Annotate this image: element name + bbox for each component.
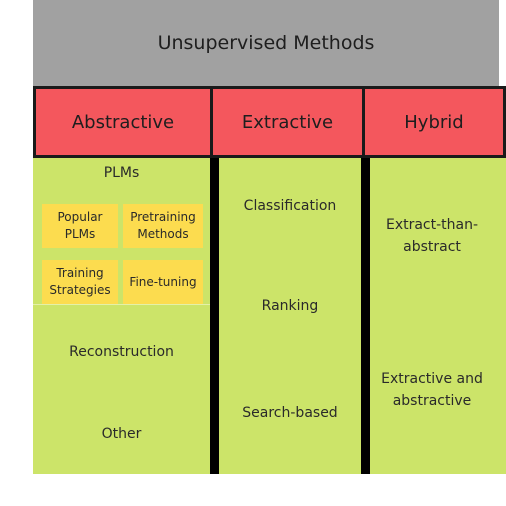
column-extractive <box>219 158 361 474</box>
chip-pretraining-methods: Pretraining Methods <box>123 204 203 248</box>
item-extractive-and-abstractive: Extractive and abstractive <box>381 371 483 409</box>
item-reconstruction: Reconstruction <box>69 344 174 360</box>
column-divider-right <box>361 158 370 474</box>
header-abstractive: Abstractive <box>33 86 213 158</box>
chip-training-strategies: Training Strategies <box>42 260 118 304</box>
item-search-based: Search-based <box>242 405 338 421</box>
chip-fine-tuning: Fine-tuning <box>123 260 203 304</box>
item-ranking: Ranking <box>261 298 319 314</box>
chip-popular-plms: Popular PLMs <box>42 204 118 248</box>
item-extract-than-abstract: Extract-than-abstract <box>385 217 479 255</box>
column-divider-left <box>210 158 219 474</box>
plms-label: PLMs <box>103 165 140 181</box>
header-extractive: Extractive <box>210 86 365 158</box>
item-classification: Classification <box>243 198 337 214</box>
column-hybrid <box>370 158 506 474</box>
header-hybrid: Hybrid <box>362 86 506 158</box>
plms-separator <box>33 304 210 305</box>
diagram-title: Unsupervised Methods <box>33 0 499 86</box>
item-other: Other <box>101 426 142 442</box>
